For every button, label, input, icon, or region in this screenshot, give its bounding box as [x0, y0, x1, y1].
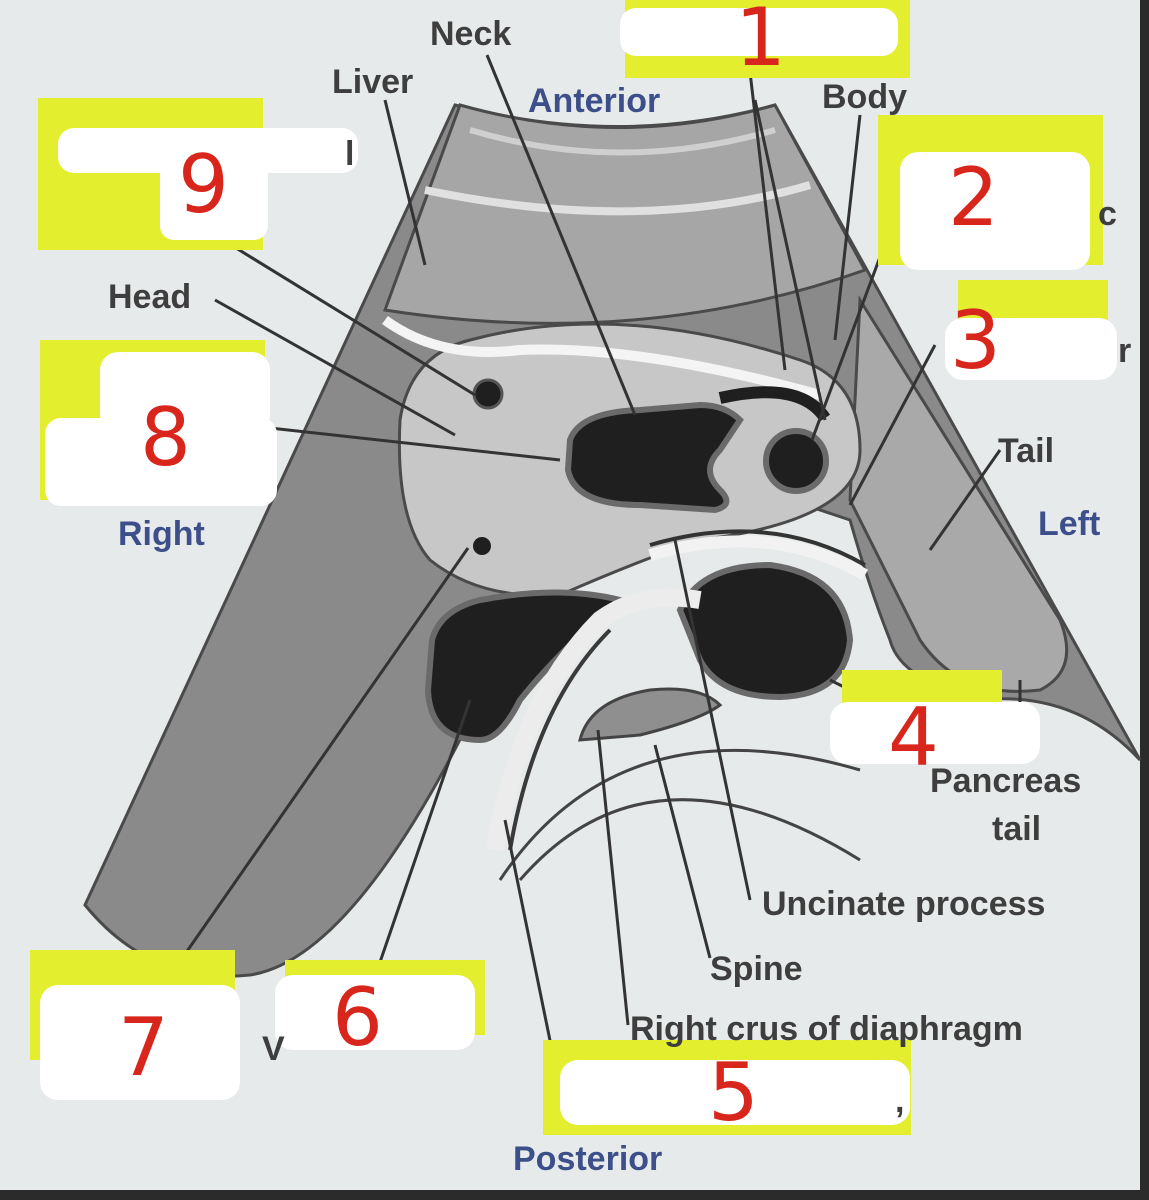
- label-body: Body: [822, 78, 907, 116]
- spine-arc-1: [498, 748, 861, 881]
- number-6: 6: [332, 971, 383, 1064]
- label-spine: Spine: [710, 950, 803, 988]
- vertebral-body: [578, 687, 723, 742]
- sma-vessel: [763, 428, 829, 494]
- label-neck: Neck: [430, 15, 511, 53]
- direction-left: Left: [1038, 505, 1100, 543]
- leader-uncinate: [673, 539, 752, 901]
- label-pancreas-tail-1: Pancreas: [930, 762, 1081, 800]
- redaction-4: [830, 702, 1040, 764]
- leader-neck: [485, 54, 637, 416]
- portal-confluence: [564, 401, 744, 514]
- crus-arc-1: [486, 588, 702, 852]
- redaction-9b: [160, 150, 268, 240]
- leader-head: [214, 298, 456, 437]
- redaction-3: [945, 318, 1117, 380]
- redaction-patches: [40, 8, 1117, 1125]
- fat-plane: [382, 315, 822, 400]
- direction-right: Right: [118, 515, 205, 553]
- partial-v: V: [262, 1030, 285, 1068]
- splenic-vein: [718, 386, 831, 422]
- leader-9: [209, 230, 476, 397]
- leader-7: [158, 547, 470, 991]
- number-3: 3: [950, 294, 1001, 387]
- leader-3: [848, 344, 937, 506]
- head-vessel-lower: [473, 537, 491, 555]
- label-pancreas-tail-2: tail: [992, 810, 1041, 848]
- partial-l: l: [345, 135, 354, 173]
- direction-posterior: Posterior: [513, 1140, 662, 1178]
- leader-body: [833, 114, 862, 341]
- leader-tail: [928, 449, 1002, 551]
- label-uncinate-process: Uncinate process: [762, 885, 1045, 923]
- head-vessel-upper: [472, 378, 504, 410]
- redaction-8a: [100, 352, 270, 432]
- spine-arc-2: [518, 798, 861, 881]
- redaction-6: [275, 975, 475, 1050]
- number-2: 2: [948, 151, 999, 244]
- aorta-vessel: [676, 561, 854, 701]
- number-1: 1: [735, 0, 786, 84]
- leader-1b: [753, 99, 827, 421]
- number-9: 9: [178, 138, 229, 231]
- leader-1a: [746, 54, 787, 371]
- number-8: 8: [140, 391, 191, 484]
- label-head: Head: [108, 278, 191, 316]
- redaction-2: [900, 152, 1090, 270]
- redaction-5: [560, 1060, 910, 1125]
- leader-6: [376, 699, 472, 969]
- number-5: 5: [708, 1046, 759, 1139]
- leader-liver: [383, 99, 427, 266]
- leader-8: [269, 426, 561, 462]
- leader-crus: [596, 729, 630, 1026]
- vessel-band-dark: [649, 529, 867, 567]
- direction-anterior: Anterior: [528, 82, 660, 120]
- label-liver: Liver: [332, 63, 413, 101]
- leader-5: [503, 819, 557, 1066]
- label-tail: Tail: [998, 432, 1054, 470]
- redaction-1: [620, 8, 898, 56]
- vessel-band: [648, 535, 869, 581]
- crus-arc-2: [508, 628, 612, 851]
- number-4: 4: [888, 691, 939, 784]
- liver-stripe-2: [469, 127, 776, 156]
- redaction-7: [40, 985, 240, 1100]
- label-right-crus: Right crus of diaphragm: [630, 1010, 1023, 1048]
- partial-comma: ,: [895, 1082, 904, 1120]
- number-7: 7: [118, 1001, 169, 1094]
- partial-c: c: [1098, 195, 1117, 233]
- partial-r: r: [1118, 332, 1131, 370]
- leader-lines: [158, 54, 1022, 1066]
- redaction-8b: [45, 418, 277, 506]
- leader-spine: [653, 744, 712, 959]
